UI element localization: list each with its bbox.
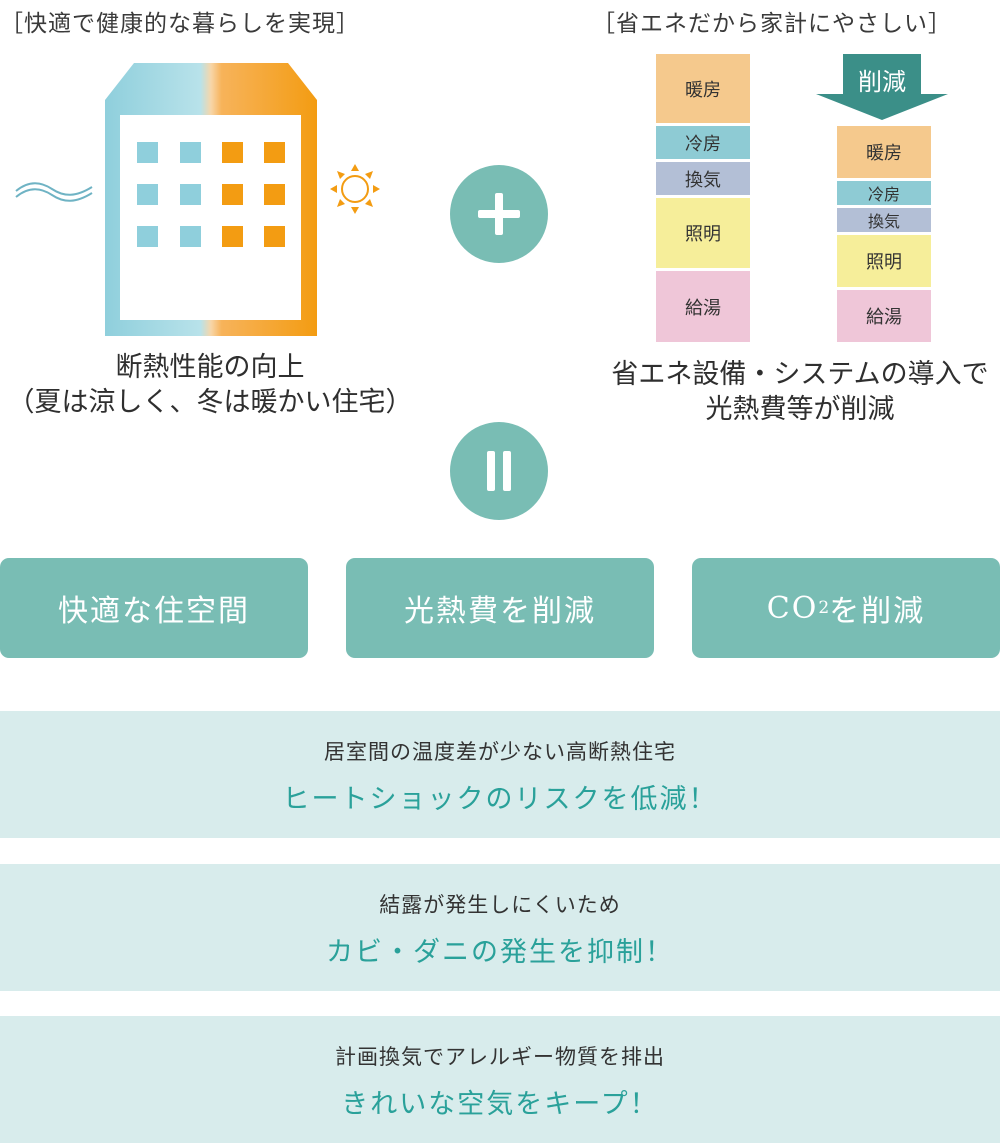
left-heading: ［快適で健康的な暮らしを実現］ [0, 11, 360, 37]
benefit-title: カビ・ダニの発生を抑制！ [326, 937, 674, 968]
after-segment-lighting: 照明 [837, 235, 931, 287]
before-segment-hot-water: 給湯 [656, 271, 750, 342]
result-comfortable-living: 快適な住空間 [0, 558, 308, 658]
benefit-heat-shock: 居室間の温度差が少ない高断熱住宅 ヒートショックのリスクを低減！ [0, 711, 1000, 838]
equals-circle [450, 422, 548, 520]
down-arrow-icon [816, 54, 948, 120]
left-caption: 断熱性能の向上 （夏は涼しく、冬は暖かい住宅） [0, 350, 420, 420]
right-caption: 省エネ設備・システムの導入で 光熱費等が削減 [590, 357, 1000, 427]
energy-bar-after: 暖房 冷房 換気 照明 給湯 [837, 126, 931, 342]
after-segment-ventilation: 換気 [837, 208, 931, 232]
energy-bar-before: 暖房 冷房 換気 照明 給湯 [656, 54, 750, 342]
reduction-label: 削減 [858, 68, 906, 96]
after-segment-hot-water: 給湯 [837, 290, 931, 342]
benefit-subtitle: 居室間の温度差が少ない高断熱住宅 [324, 740, 676, 764]
reduction-arrow: 削減 [816, 54, 948, 120]
left-caption-line2: （夏は涼しく、冬は暖かい住宅） [7, 387, 413, 418]
before-segment-cooling: 冷房 [656, 126, 750, 159]
after-segment-cooling: 冷房 [837, 181, 931, 205]
right-heading: ［省エネだから家計にやさしい］ [592, 11, 952, 37]
before-segment-ventilation: 換気 [656, 162, 750, 195]
result-utility-cost-reduction: 光熱費を削減 [346, 558, 654, 658]
benefit-title: ヒートショックのリスクを低減！ [282, 784, 718, 815]
benefit-subtitle: 計画換気でアレルギー物質を排出 [335, 1045, 665, 1069]
before-segment-heating: 暖房 [656, 54, 750, 123]
left-caption-line1: 断熱性能の向上 [115, 352, 305, 383]
before-segment-lighting: 照明 [656, 198, 750, 268]
wave-icon [15, 182, 93, 202]
benefit-title: きれいな空気をキープ！ [341, 1089, 659, 1120]
plus-circle [450, 165, 548, 263]
sun-icon [330, 164, 380, 214]
building-windows [137, 142, 285, 247]
insulated-building-illustration [15, 63, 380, 336]
right-caption-line1: 省エネ設備・システムの導入で [611, 359, 989, 390]
after-segment-heating: 暖房 [837, 126, 931, 178]
benefit-clean-air: 計画換気でアレルギー物質を排出 きれいな空気をキープ！ [0, 1016, 1000, 1143]
right-caption-line2: 光熱費等が削減 [705, 394, 895, 425]
benefit-subtitle: 結露が発生しにくいため [379, 893, 621, 917]
benefit-mold-mites: 結露が発生しにくいため カビ・ダニの発生を抑制！ [0, 864, 1000, 991]
